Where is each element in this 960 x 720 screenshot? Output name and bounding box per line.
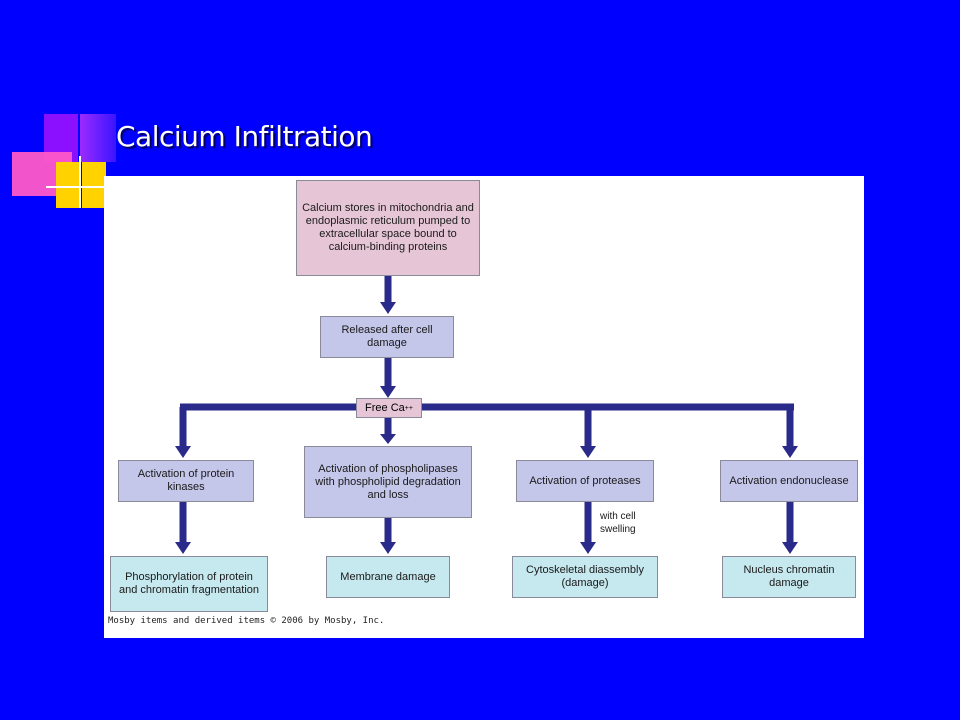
box-calcium-stores: Calcium stores in mitochondria and endop… (296, 180, 480, 276)
arrowhead-membrane (380, 542, 396, 554)
box-released-after-damage: Released after cell damage (320, 316, 454, 358)
slide-title: Calcium Infiltration (116, 120, 373, 153)
label-with-cell-swelling: with cell swelling (600, 511, 636, 535)
arrowhead-kinases (175, 446, 191, 458)
decorative-square-yellow-right (82, 162, 106, 208)
box-activation-phospholipases: Activation of phospholipases with phosph… (304, 446, 472, 518)
decorative-square-yellow-left (56, 162, 80, 208)
box-activation-proteases: Activation of proteases (516, 460, 654, 502)
box-free-calcium: Free Ca++ (356, 398, 422, 418)
arrowhead-proteases (580, 446, 596, 458)
copyright-text: Mosby items and derived items © 2006 by … (108, 616, 385, 626)
arrowhead-cytoskeletal (580, 542, 596, 554)
box-phosphorylation: Phosphorylation of protein and chromatin… (110, 556, 268, 612)
flowchart-figure: Calcium stores in mitochondria and endop… (104, 176, 864, 638)
arrowhead-freeca (380, 386, 396, 398)
box-activation-protein-kinases: Activation of protein kinases (118, 460, 254, 502)
arrowhead-phospholipases (380, 434, 396, 444)
arrowhead-phosphorylation (175, 542, 191, 554)
free-ca-superscript: ++ (404, 404, 413, 412)
decorative-square-violet (80, 114, 116, 162)
box-nucleus-chromatin-damage: Nucleus chromatin damage (722, 556, 856, 598)
box-activation-endonuclease: Activation endonuclease (720, 460, 858, 502)
decorative-line-horizontal (46, 186, 110, 188)
free-ca-text: Free Ca (365, 402, 405, 414)
arrowhead-nucleus (782, 542, 798, 554)
flowchart-arrows (175, 276, 798, 554)
box-cytoskeletal-disassembly: Cytoskeletal diassembly (damage) (512, 556, 658, 598)
arrowhead-released (380, 302, 396, 314)
decorative-line-vertical (79, 156, 81, 208)
arrowhead-endonuclease (782, 446, 798, 458)
box-membrane-damage: Membrane damage (326, 556, 450, 598)
